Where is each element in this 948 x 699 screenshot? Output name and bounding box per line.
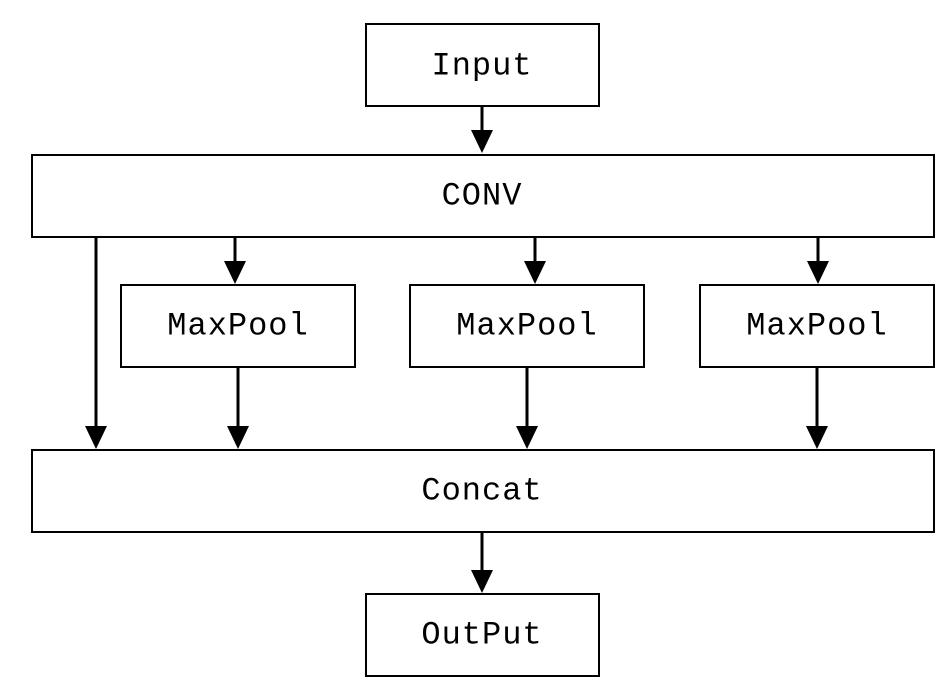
arrowhead	[471, 570, 493, 593]
arrowhead	[524, 261, 546, 284]
arrow-maxpool-2-to-concat	[516, 367, 538, 449]
maxpool-node-2: MaxPool	[409, 284, 645, 368]
arrow-conv-to-maxpool-1	[224, 237, 246, 284]
arrowhead	[471, 130, 493, 153]
arrowhead	[227, 426, 249, 449]
maxpool-node-1: MaxPool	[120, 284, 356, 368]
arrowhead	[85, 426, 107, 449]
arrow-input-to-conv	[471, 106, 493, 153]
input-label: Input	[431, 47, 532, 84]
maxpool-1-label: MaxPool	[167, 307, 308, 344]
arrow-maxpool-3-to-concat	[806, 367, 828, 449]
output-node: OutPut	[365, 593, 600, 677]
arrowhead	[806, 426, 828, 449]
conv-node: CONV	[31, 154, 935, 238]
output-label: OutPut	[421, 616, 542, 653]
concat-node: Concat	[31, 449, 935, 533]
maxpool-3-label: MaxPool	[746, 307, 887, 344]
maxpool-node-3: MaxPool	[699, 284, 935, 368]
arrow-conv-to-concat-direct	[85, 237, 107, 449]
input-node: Input	[365, 23, 600, 107]
conv-label: CONV	[442, 177, 523, 214]
arrowhead	[224, 261, 246, 284]
concat-label: Concat	[421, 472, 542, 509]
maxpool-2-label: MaxPool	[456, 307, 597, 344]
arrowhead	[516, 426, 538, 449]
arrowhead	[807, 261, 829, 284]
arrow-maxpool-1-to-concat	[227, 367, 249, 449]
arrow-concat-to-output	[471, 532, 493, 593]
arrow-conv-to-maxpool-3	[807, 237, 829, 284]
arrow-conv-to-maxpool-2	[524, 237, 546, 284]
